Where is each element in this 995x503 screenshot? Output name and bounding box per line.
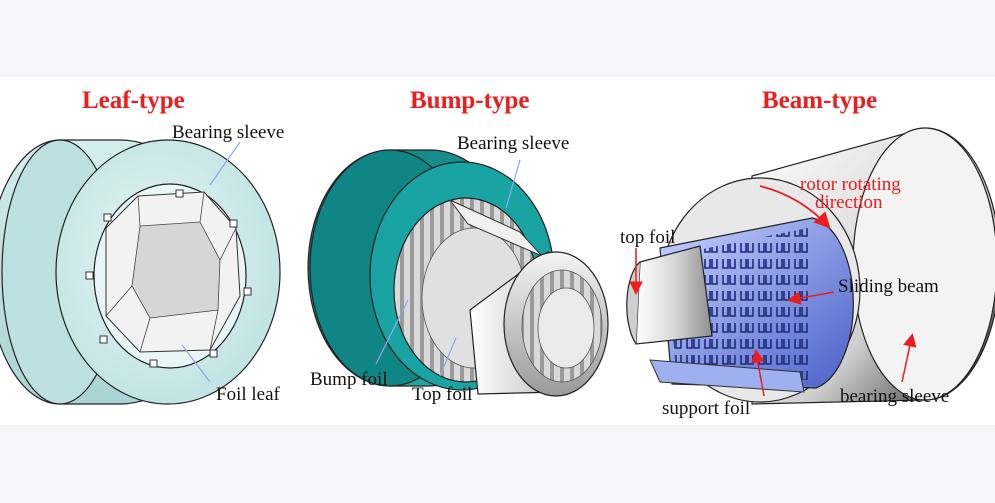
bump-type-bearing xyxy=(307,149,609,397)
leaf-type-bearing xyxy=(0,139,281,405)
top-foil-label: Top foil xyxy=(412,384,472,405)
bump-foil-label: Bump foil xyxy=(310,369,388,390)
rotor-label-line1: rotor rotating xyxy=(800,174,901,195)
leaf-sleeve-label: Bearing sleeve xyxy=(172,122,284,143)
beam-type-title: Beam-type xyxy=(762,87,877,114)
sliding-beam-label: Sliding beam xyxy=(838,276,939,297)
foil-leaf-label: Foil leaf xyxy=(216,384,281,405)
beam-top-foil-label: top foil xyxy=(620,227,675,248)
support-foil-label: support foil xyxy=(662,398,750,419)
bump-sleeve-label: Bearing sleeve xyxy=(457,133,569,154)
bump-type-title: Bump-type xyxy=(410,87,529,114)
rotor-label-line2: direction xyxy=(815,192,883,213)
leaf-type-title: Leaf-type xyxy=(82,87,185,114)
beam-sleeve-label: bearing sleeve xyxy=(840,386,949,407)
beam-type-bearing xyxy=(626,127,995,405)
